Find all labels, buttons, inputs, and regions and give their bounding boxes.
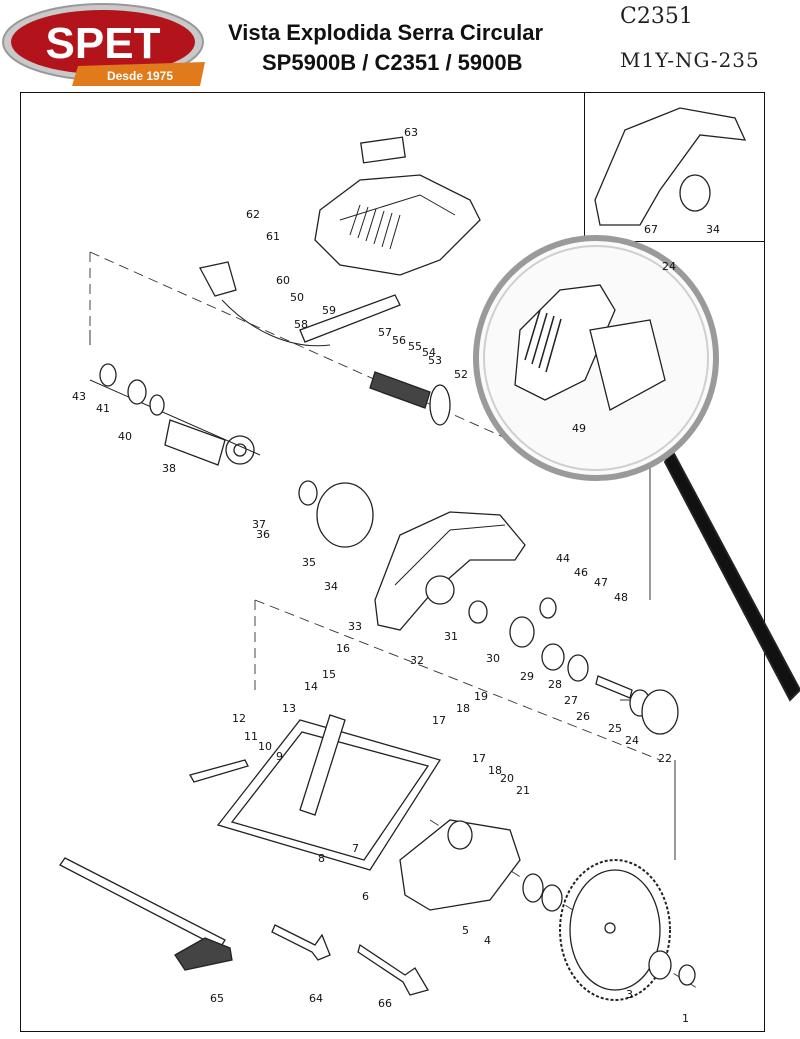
auxiliary-handle [369,371,451,426]
part-label: 10 [258,740,272,753]
part-label: 16 [336,642,350,655]
part-label: 14 [304,680,318,693]
part-label: 1 [682,1012,689,1025]
part-label: 63 [404,126,418,139]
diagram-frame [20,92,765,1032]
part-label: 56 [392,334,406,347]
part-label: 34 [324,580,338,593]
part-label: 35 [302,556,316,569]
part-label: 40 [118,430,132,443]
flange-5 [522,873,544,903]
part-label: 7 [352,842,359,855]
part-label: 27 [564,694,578,707]
part-label: 53 [428,354,442,367]
part-label: 50 [290,291,304,304]
logo-text: SPET [46,19,161,68]
part-label: 57 [378,326,392,339]
handwritten-code-1: C2351 [620,4,693,29]
part-label: 5 [462,924,469,937]
part-labels: 1345678910111213141516171819171820212224… [72,126,720,1025]
gear-housing [374,511,526,631]
part-label: 44 [556,552,570,565]
saw-blade [559,859,671,1001]
bearing-38 [298,480,318,506]
part-label: 49 [572,422,586,435]
spindle-assembly [468,597,679,735]
part-label: 22 [658,752,672,765]
part-label: 20 [500,772,514,785]
wrench-65 [271,924,331,961]
fan-baffle [316,482,374,548]
washer-2 [678,964,696,986]
part-label: 17 [472,752,486,765]
flange-3 [648,950,672,980]
part-label: 55 [408,340,422,353]
wrench-67 [357,943,429,996]
part-label: 28 [548,678,562,691]
lower-blade-guard [399,819,521,911]
part-label: 33 [348,620,362,633]
part-label: 36 [256,528,270,541]
part-label: 31 [444,630,458,643]
part-label: 3 [626,988,633,1001]
page-subtitle: SP5900B / C2351 / 5900B [262,50,523,75]
armature [89,379,261,466]
power-cord [199,261,401,347]
part-label: 52 [454,368,468,381]
flange-4 [541,884,563,912]
handwritten-code-2: M1Y-NG-235 [620,48,760,72]
part-label: 15 [322,668,336,681]
part-label: 29 [520,670,534,683]
part-label: 6 [362,890,369,903]
motor-housing [314,136,481,276]
part-label: 54 [422,346,436,359]
part-label: 66 [378,997,392,1010]
part-label: 11 [244,730,258,743]
bearings-rear [99,363,165,416]
part-label: 62 [246,208,260,221]
depth-lever [189,759,249,783]
section-borders [89,330,676,860]
part-label: 24 [662,260,676,273]
part-label: 64 [309,992,323,1005]
part-label: 59 [322,304,336,317]
part-label: 13 [282,702,296,715]
part-label: 41 [96,402,110,415]
base-plate [216,714,442,871]
part-label: 67 [644,223,658,236]
magnifier-icon [473,235,800,702]
part-label: 60 [276,274,290,287]
part-label: 9 [276,750,283,763]
part-label: 26 [576,710,590,723]
part-label: 65 [210,992,224,1005]
part-label: 21 [516,784,530,797]
rip-fence [59,857,233,971]
inset-frame [584,92,765,242]
part-label: 17 [432,714,446,727]
part-label: 61 [266,230,280,243]
part-label: 18 [456,702,470,715]
part-label: 34 [706,223,720,236]
part-label: 19 [474,690,488,703]
part-label: 46 [574,566,588,579]
part-label: 12 [232,712,246,725]
part-label: 58 [294,318,308,331]
part-label: 48 [614,591,628,604]
part-label: 38 [162,462,176,475]
part-label: 43 [72,390,86,403]
page-title: Vista Explodida Serra Circular [228,20,544,45]
inset-detail [594,107,747,226]
part-label: 37 [252,518,266,531]
part-label: 4 [484,934,491,947]
part-label: 30 [486,652,500,665]
part-label: 8 [318,852,325,865]
part-label: 18 [488,764,502,777]
part-label: 24 [625,734,639,747]
part-label: 25 [608,722,622,735]
part-label: 47 [594,576,608,589]
spet-logo: SPET Desde 1975 [2,3,205,86]
part-label: 32 [410,654,424,667]
logo-tagline: Desde 1975 [107,69,173,83]
